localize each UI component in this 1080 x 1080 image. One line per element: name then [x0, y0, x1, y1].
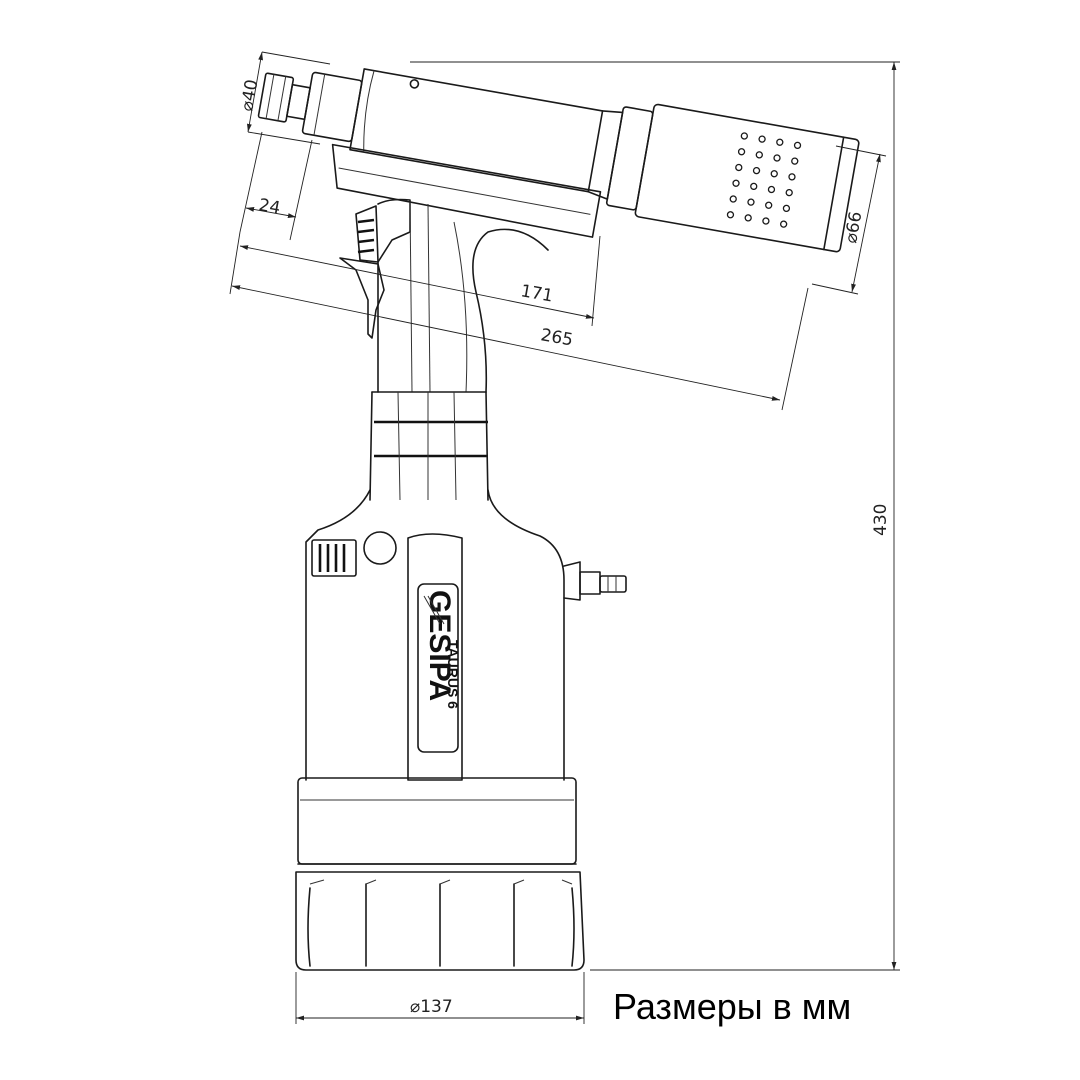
- dimension-lines: ⌀40 24 171 265 ⌀66 430 ⌀137: [229, 51, 900, 1024]
- dim-body-length: 171: [519, 281, 554, 306]
- base-ribs: [307, 879, 575, 967]
- brand-logo-text: GESIPA: [423, 590, 456, 701]
- dim-overall-length: 265: [539, 325, 574, 350]
- dim-nose-diameter: ⌀40: [237, 78, 262, 113]
- cylinder-vent-holes: [726, 132, 802, 228]
- dim-nose-length: 24: [257, 195, 282, 218]
- units-caption: Размеры в мм: [613, 986, 852, 1027]
- dim-total-height: 430: [871, 504, 891, 536]
- model-name-text: TAURUS 6: [445, 640, 461, 709]
- tool-outline: GESIPA TAURUS 6: [257, 68, 860, 971]
- grip-rings: [369, 391, 489, 501]
- brand-label: GESIPA TAURUS 6: [417, 583, 461, 753]
- dim-base-diameter: ⌀137: [410, 997, 453, 1017]
